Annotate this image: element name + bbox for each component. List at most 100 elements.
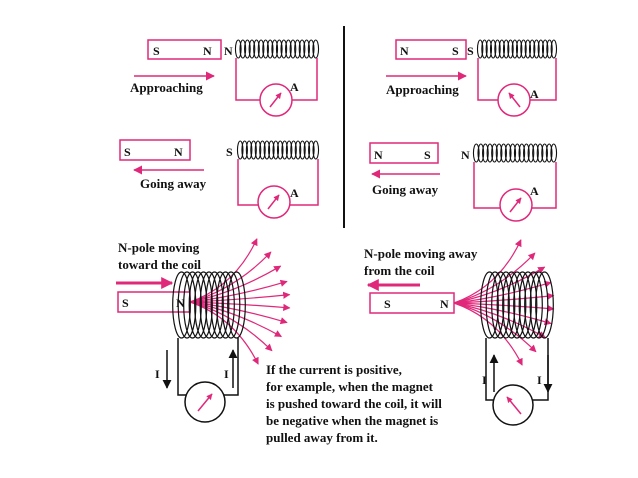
- coil-loop: [194, 271, 213, 339]
- coil-loop: [266, 39, 274, 59]
- coil-loop: [253, 39, 260, 59]
- coil-loop: [545, 143, 553, 163]
- ammeter-needle: [508, 92, 521, 108]
- coil-loop: [515, 39, 523, 59]
- circuit-wire: [235, 58, 318, 101]
- note-line-1: If the current is positive,: [266, 362, 402, 377]
- coil-pole: S: [467, 44, 474, 58]
- coil-loop: [480, 271, 499, 339]
- coil-loop: [535, 271, 554, 339]
- coil-loop: [537, 39, 545, 59]
- bar-magnet: [369, 142, 439, 164]
- caption-line-1: N-pole moving away: [364, 246, 478, 261]
- caption-line-1: N-pole moving: [118, 240, 200, 255]
- ammeter-label: A: [530, 87, 539, 101]
- coil-loop: [188, 271, 208, 339]
- coil-loop: [496, 271, 516, 339]
- ammeter-needle: [197, 393, 213, 412]
- coil-loop: [550, 143, 558, 163]
- magnet-right-pole: S: [424, 148, 431, 162]
- coil-loop: [312, 140, 320, 160]
- magnetic-field-lines: [189, 238, 291, 365]
- coil-loop: [299, 140, 306, 160]
- coil-loop: [210, 271, 230, 339]
- coil-loop: [518, 143, 526, 163]
- current-label-right: I: [224, 367, 229, 381]
- solenoid-coil: [172, 271, 246, 339]
- ammeter-needle: [509, 197, 522, 213]
- caption-line-2: from the coil: [364, 263, 435, 278]
- coil-loop: [502, 39, 510, 59]
- coil-loop: [550, 39, 558, 59]
- coil-pole: N: [224, 44, 233, 58]
- field-line: [189, 301, 291, 311]
- solenoid-coil: [472, 143, 558, 163]
- coil-loop: [307, 39, 315, 59]
- coil-loop: [546, 39, 553, 59]
- coil-loop: [290, 140, 297, 160]
- note-line-4: be negative when the magnet is: [266, 413, 438, 428]
- coil-loop: [227, 271, 246, 339]
- coil-loop: [272, 140, 280, 160]
- coil-loop: [312, 39, 320, 59]
- coil-loop: [172, 271, 191, 339]
- note-line-3: is pushed toward the coil, it will: [266, 396, 442, 411]
- coil-loop: [281, 140, 288, 160]
- field-line: [189, 238, 258, 303]
- coil-loop: [285, 140, 293, 160]
- field-line: [453, 302, 555, 312]
- coil-loop: [541, 143, 548, 163]
- coil-loop: [477, 143, 485, 163]
- coil-loop: [275, 39, 283, 59]
- coil-loop: [259, 140, 266, 160]
- coil-loop: [523, 143, 530, 163]
- magnet-right-pole: N: [176, 296, 185, 310]
- motion-label: Going away: [140, 176, 207, 191]
- ammeter-needle: [267, 194, 280, 210]
- caption-line-2: toward the coil: [118, 257, 201, 272]
- coil-loop: [303, 39, 310, 59]
- solenoid-coil: [480, 271, 554, 339]
- field-line: [453, 302, 546, 339]
- magnet-left-pole: N: [400, 44, 409, 58]
- coil-loop: [532, 143, 539, 163]
- coil-loop: [236, 140, 244, 160]
- field-line: [453, 292, 555, 304]
- coil-loop: [504, 143, 512, 163]
- magnet-left-pole: N: [374, 148, 383, 162]
- coil-loop: [263, 140, 271, 160]
- ammeter-label: A: [290, 186, 299, 200]
- magnet-right-pole: N: [440, 297, 449, 311]
- current-label-left: I: [482, 373, 487, 387]
- coil-loop: [500, 143, 507, 163]
- coil-loop: [241, 140, 248, 160]
- coil-loop: [216, 271, 235, 339]
- current-label-right: I: [537, 373, 542, 387]
- motion-label: Going away: [372, 182, 439, 197]
- coil-loop: [285, 39, 292, 59]
- coil-loop: [481, 39, 488, 59]
- ammeter-needle: [269, 92, 282, 108]
- field-line: [189, 301, 282, 338]
- note-line-2: for example, when the magnet: [266, 379, 434, 394]
- magnet-left-pole: S: [153, 44, 160, 58]
- ammeter-label: A: [290, 80, 299, 94]
- magnet-left-pole: S: [122, 296, 129, 310]
- circuit-wire: [237, 159, 319, 206]
- ammeter-needle: [506, 396, 522, 415]
- coil-loop: [524, 271, 543, 339]
- field-line: [189, 301, 288, 325]
- current-label-left: I: [155, 367, 160, 381]
- coil-loop: [177, 271, 197, 339]
- solenoid-coil: [476, 39, 558, 59]
- coil-loop: [494, 39, 501, 59]
- field-line: [453, 239, 522, 304]
- coil-loop: [472, 143, 480, 163]
- coil-loop: [524, 39, 532, 59]
- coil-loop: [294, 39, 301, 59]
- coil-loop: [541, 39, 549, 59]
- panel-4: N S N A Going away: [369, 142, 558, 222]
- solenoid-coil: [234, 39, 320, 59]
- coil-loop: [271, 39, 279, 59]
